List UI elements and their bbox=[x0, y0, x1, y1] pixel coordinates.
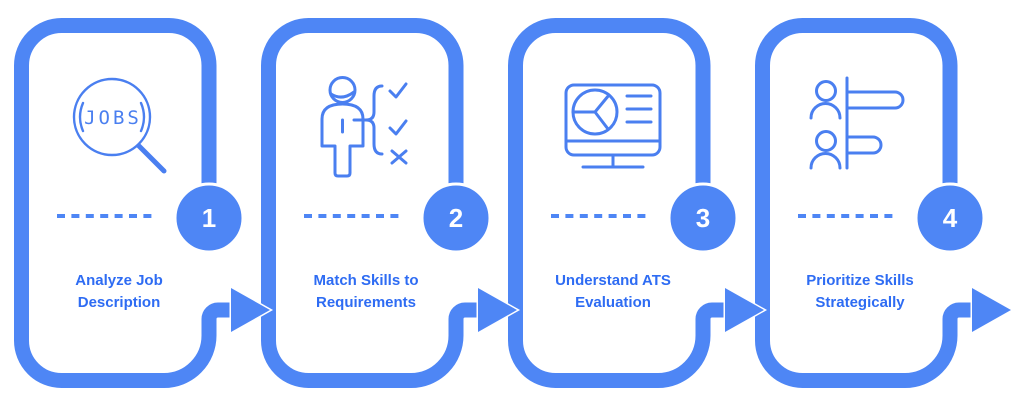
person-checklist-icon bbox=[320, 76, 408, 178]
check-icon bbox=[388, 82, 408, 99]
person-icon bbox=[815, 130, 837, 152]
step-2-label: Match Skills to Requirements bbox=[313, 272, 419, 311]
step-2-group: 2 bbox=[259, 16, 492, 390]
arrow-2-icon bbox=[476, 285, 521, 335]
arrows-layer bbox=[229, 285, 1013, 335]
x-icon bbox=[390, 149, 408, 165]
bar-short bbox=[846, 135, 883, 155]
step-2-number: 2 bbox=[449, 203, 463, 233]
step-4-number-badge bbox=[914, 182, 986, 254]
check-icon bbox=[388, 119, 408, 136]
step-3-group: 3 bbox=[506, 16, 739, 390]
step-1-number: 1 bbox=[202, 203, 216, 233]
step-4-number: 4 bbox=[943, 203, 958, 233]
jobs-icon-text: JOBS bbox=[84, 107, 142, 129]
step-4-label: Prioritize Skills Strategically bbox=[806, 272, 914, 311]
jobs-magnifier-icon: JOBS bbox=[72, 77, 167, 174]
step-2-number-badge bbox=[420, 182, 492, 254]
bar-long bbox=[846, 90, 905, 110]
step-3-number-badge bbox=[667, 182, 739, 254]
step-1-group: JOBS 1 bbox=[12, 16, 245, 390]
step-1-number-badge bbox=[173, 182, 245, 254]
person-icon bbox=[815, 80, 837, 102]
monitor-pie-chart-icon bbox=[564, 83, 662, 169]
step-1-label: Analyze Job Description bbox=[75, 272, 163, 311]
arrow-3-icon bbox=[723, 285, 768, 335]
step-4-group: 4 bbox=[753, 16, 986, 390]
step-3-number: 3 bbox=[696, 203, 710, 233]
people-bar-ranking-icon bbox=[809, 76, 905, 170]
arrow-1-icon bbox=[229, 285, 274, 335]
arrow-4-icon bbox=[970, 285, 1013, 335]
step-3-label: Understand ATS Evaluation bbox=[555, 272, 671, 311]
